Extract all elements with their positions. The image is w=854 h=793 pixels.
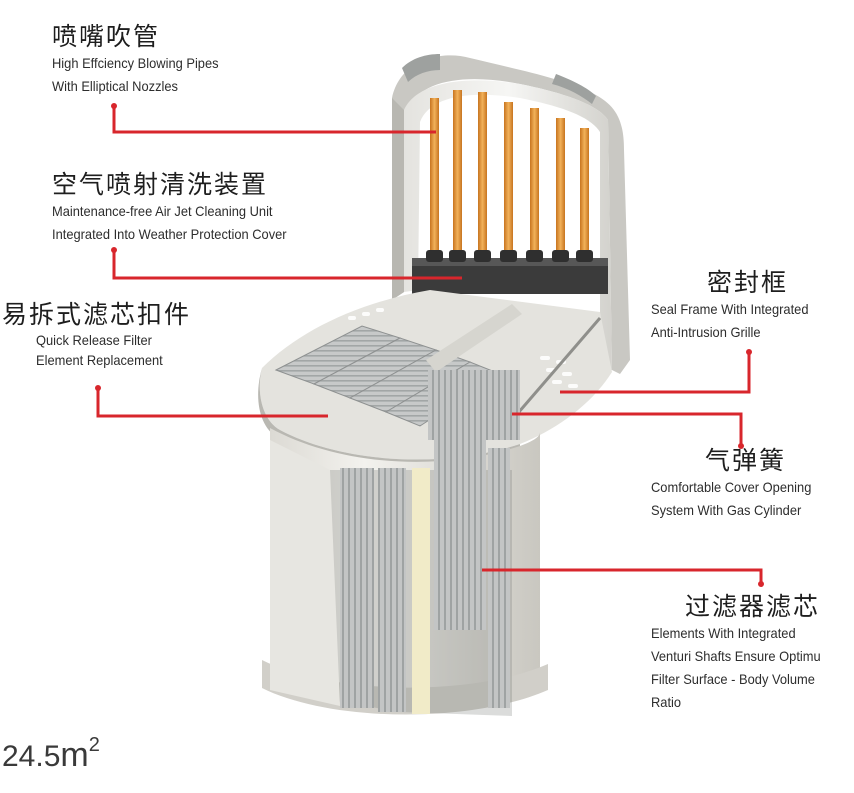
callout-end-dots bbox=[95, 103, 764, 587]
blowing-pipe-6 bbox=[556, 118, 565, 258]
label-air-jet-cleaning-zh: 空气喷射清洗装置 bbox=[52, 170, 269, 199]
gas-spring-rod bbox=[510, 317, 602, 421]
label-gas-spring-en-1: Comfortable Cover Opening bbox=[651, 479, 812, 495]
label-air-jet-cleaning-en-1: Maintenance-free Air Jet Cleaning Unit bbox=[52, 203, 273, 219]
filter-element-2 bbox=[378, 468, 406, 712]
callout-dot-air-jet-cleaning bbox=[111, 247, 117, 253]
label-quick-release-en-1: Quick Release Filter bbox=[36, 332, 152, 348]
label-seal-frame-en-2: Anti-Intrusion Grille bbox=[651, 324, 761, 340]
callout-dot-filter-element bbox=[758, 581, 764, 587]
callout-line-gas-spring bbox=[512, 412, 743, 446]
standing-filter-element bbox=[426, 304, 522, 440]
label-air-jet-cleaning-en-2: Integrated Into Weather Protection Cover bbox=[52, 226, 287, 242]
label-seal-frame-zh: 密封框 bbox=[707, 268, 789, 297]
filter-area-unit: m bbox=[60, 736, 89, 774]
callout-dot-blowing-pipes bbox=[111, 103, 117, 109]
filter-area-exponent: 2 bbox=[88, 734, 100, 756]
label-blowing-pipes-en-2: With Elliptical Nozzles bbox=[52, 78, 178, 94]
label-seal-frame: 密封框 Seal Frame With Integrated Anti-Intr… bbox=[651, 268, 822, 344]
filter-area-number: 24.5 bbox=[2, 740, 61, 773]
label-filter-element-en-2: Venturi Shafts Ensure Optimu bbox=[651, 648, 821, 664]
blowing-pipe-3 bbox=[478, 92, 487, 258]
blowing-pipe-5 bbox=[530, 108, 539, 258]
label-filter-element-en-3: Filter Surface - Body Volume bbox=[651, 671, 815, 687]
filter-elements-cutaway bbox=[270, 440, 510, 714]
label-quick-release-en-2: Element Replacement bbox=[36, 352, 163, 368]
filter-element-5 bbox=[488, 448, 510, 708]
label-gas-spring-en-2: System With Gas Cylinder bbox=[651, 502, 802, 518]
label-quick-release: 易拆式滤芯扣件 Quick Release Filter Element Rep… bbox=[2, 300, 191, 370]
label-blowing-pipes-en-1: High Effciency Blowing Pipes bbox=[52, 55, 219, 71]
label-filter-element: 过滤器滤芯 Elements With Integrated Venturi S… bbox=[651, 592, 835, 714]
blowing-pipe-1 bbox=[430, 98, 439, 258]
filter-area-value: 24.5m2 bbox=[2, 734, 100, 775]
blowing-pipe-2 bbox=[453, 90, 462, 258]
label-filter-element-en-4: Ratio bbox=[651, 694, 682, 710]
filter-element-4 bbox=[434, 440, 486, 630]
label-blowing-pipes: 喷嘴吹管 High Effciency Blowing Pipes With E… bbox=[52, 22, 233, 98]
label-air-jet-cleaning: 空气喷射清洗装置 Maintenance-free Air Jet Cleani… bbox=[52, 170, 307, 246]
callout-lines bbox=[96, 106, 763, 584]
blowing-pipes-group bbox=[412, 90, 608, 294]
callout-dot-gas-spring bbox=[738, 443, 744, 449]
callout-line-blowing-pipes bbox=[112, 106, 436, 134]
label-blowing-pipes-zh: 喷嘴吹管 bbox=[52, 22, 161, 51]
label-seal-frame-en-1: Seal Frame With Integrated bbox=[651, 301, 809, 317]
blowing-pipe-4 bbox=[504, 102, 513, 258]
callout-line-air-jet-cleaning bbox=[112, 250, 462, 280]
callout-line-seal-frame bbox=[560, 352, 751, 394]
weather-protection-cover bbox=[392, 54, 630, 374]
callout-line-quick-release bbox=[96, 388, 328, 418]
label-gas-spring: 气弹簧 Comfortable Cover Opening System Wit… bbox=[651, 446, 825, 522]
filter-element-1 bbox=[340, 468, 374, 708]
label-gas-spring-zh: 气弹簧 bbox=[705, 446, 787, 475]
callout-dot-seal-frame bbox=[746, 349, 752, 355]
filter-element-3 bbox=[412, 468, 430, 714]
callout-line-filter-element bbox=[482, 568, 763, 584]
label-filter-element-zh: 过滤器滤芯 bbox=[685, 592, 821, 621]
label-filter-element-en-1: Elements With Integrated bbox=[651, 625, 796, 641]
blowing-pipe-7 bbox=[580, 128, 589, 258]
label-quick-release-zh: 易拆式滤芯扣件 bbox=[2, 300, 192, 329]
callout-dot-quick-release bbox=[95, 385, 101, 391]
anti-intrusion-grille bbox=[348, 308, 578, 388]
